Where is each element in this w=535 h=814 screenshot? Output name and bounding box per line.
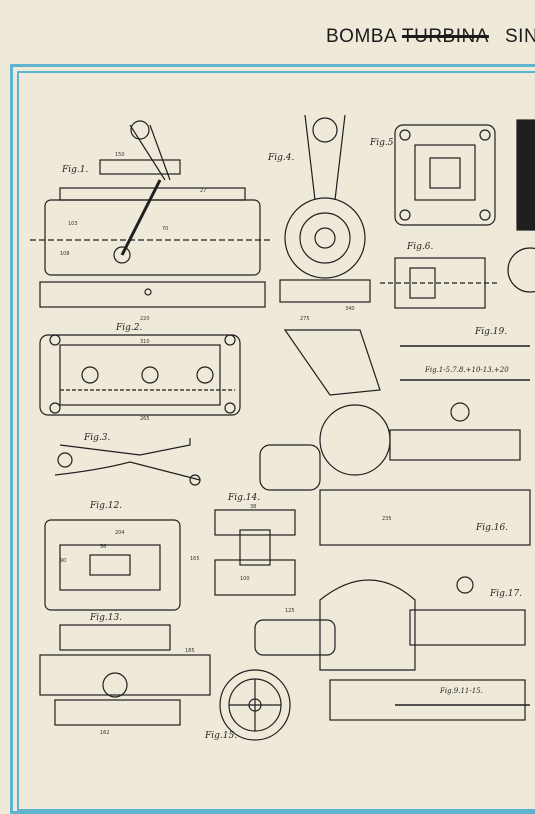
fig14-drawing xyxy=(214,509,296,596)
fig2-drawing xyxy=(39,334,241,416)
label-fig16: Fig.16. xyxy=(475,523,508,533)
dim-310: 310 xyxy=(140,339,150,345)
dim-185: 185 xyxy=(185,648,195,654)
dim-235: 235 xyxy=(382,516,392,522)
label-fig4: Fig.4. xyxy=(267,153,294,163)
fig13-drawing xyxy=(39,624,211,726)
dim-204: 204 xyxy=(115,530,125,536)
dim-103: 103 xyxy=(68,221,78,227)
fig15-drawing xyxy=(219,669,291,741)
dim-150: 150 xyxy=(115,152,125,158)
dim-56: 56 xyxy=(100,544,106,550)
fig4-drawing xyxy=(279,114,371,303)
label-fig1: Fig.1. xyxy=(61,165,88,175)
fig6-drawing xyxy=(380,257,500,309)
fig1-drawing xyxy=(30,120,270,308)
label-fig14: Fig.14. xyxy=(227,493,260,503)
dim-220: 220 xyxy=(140,316,150,322)
dim-27: 27 xyxy=(200,188,206,194)
label-fig17: Fig.17. xyxy=(489,589,522,599)
fig3-drawing xyxy=(54,438,201,486)
label-fig6: Fig.6. xyxy=(406,242,433,252)
dim-162: 162 xyxy=(100,730,110,736)
dim-70: 70 xyxy=(162,226,168,232)
fig16-drawing xyxy=(259,329,531,546)
header-word-turbina-struck: TURBINA xyxy=(402,26,489,47)
scale-bars xyxy=(395,345,530,706)
label-fig3: Fig.3. xyxy=(83,433,110,443)
label-fig15: Fig.15. xyxy=(204,731,237,741)
label-fig13: Fig.13. xyxy=(89,613,122,623)
label-scale-a: Fig.1-5.7.8.+10-13.+20 xyxy=(424,366,509,374)
dim-90: 90 xyxy=(60,558,66,564)
label-fig19: Fig.19. xyxy=(474,327,507,337)
header-word-bomba: BOMBA xyxy=(326,26,398,47)
fig5-drawing xyxy=(394,124,496,226)
dim-275: 275 xyxy=(300,316,310,322)
dim-340: 340 xyxy=(345,306,355,312)
dim-125: 125 xyxy=(285,608,295,614)
dim-38: 38 xyxy=(250,504,256,510)
header-word-sin: SIN xyxy=(505,26,535,47)
fig17-drawing xyxy=(254,576,526,721)
dim-165: 165 xyxy=(190,556,200,562)
fig12-drawing xyxy=(44,519,181,611)
label-scale-b: Fig.9.11-15. xyxy=(439,687,483,695)
header: BOMBA TURBINA SIN xyxy=(0,0,535,62)
dim-265: 265 xyxy=(140,416,150,422)
dim-108: 108 xyxy=(60,251,70,257)
label-fig12: Fig.12. xyxy=(89,501,122,511)
label-fig5: Fig.5. xyxy=(369,138,396,148)
dim-100: 100 xyxy=(240,576,250,582)
label-fig2: Fig.2. xyxy=(115,323,142,333)
